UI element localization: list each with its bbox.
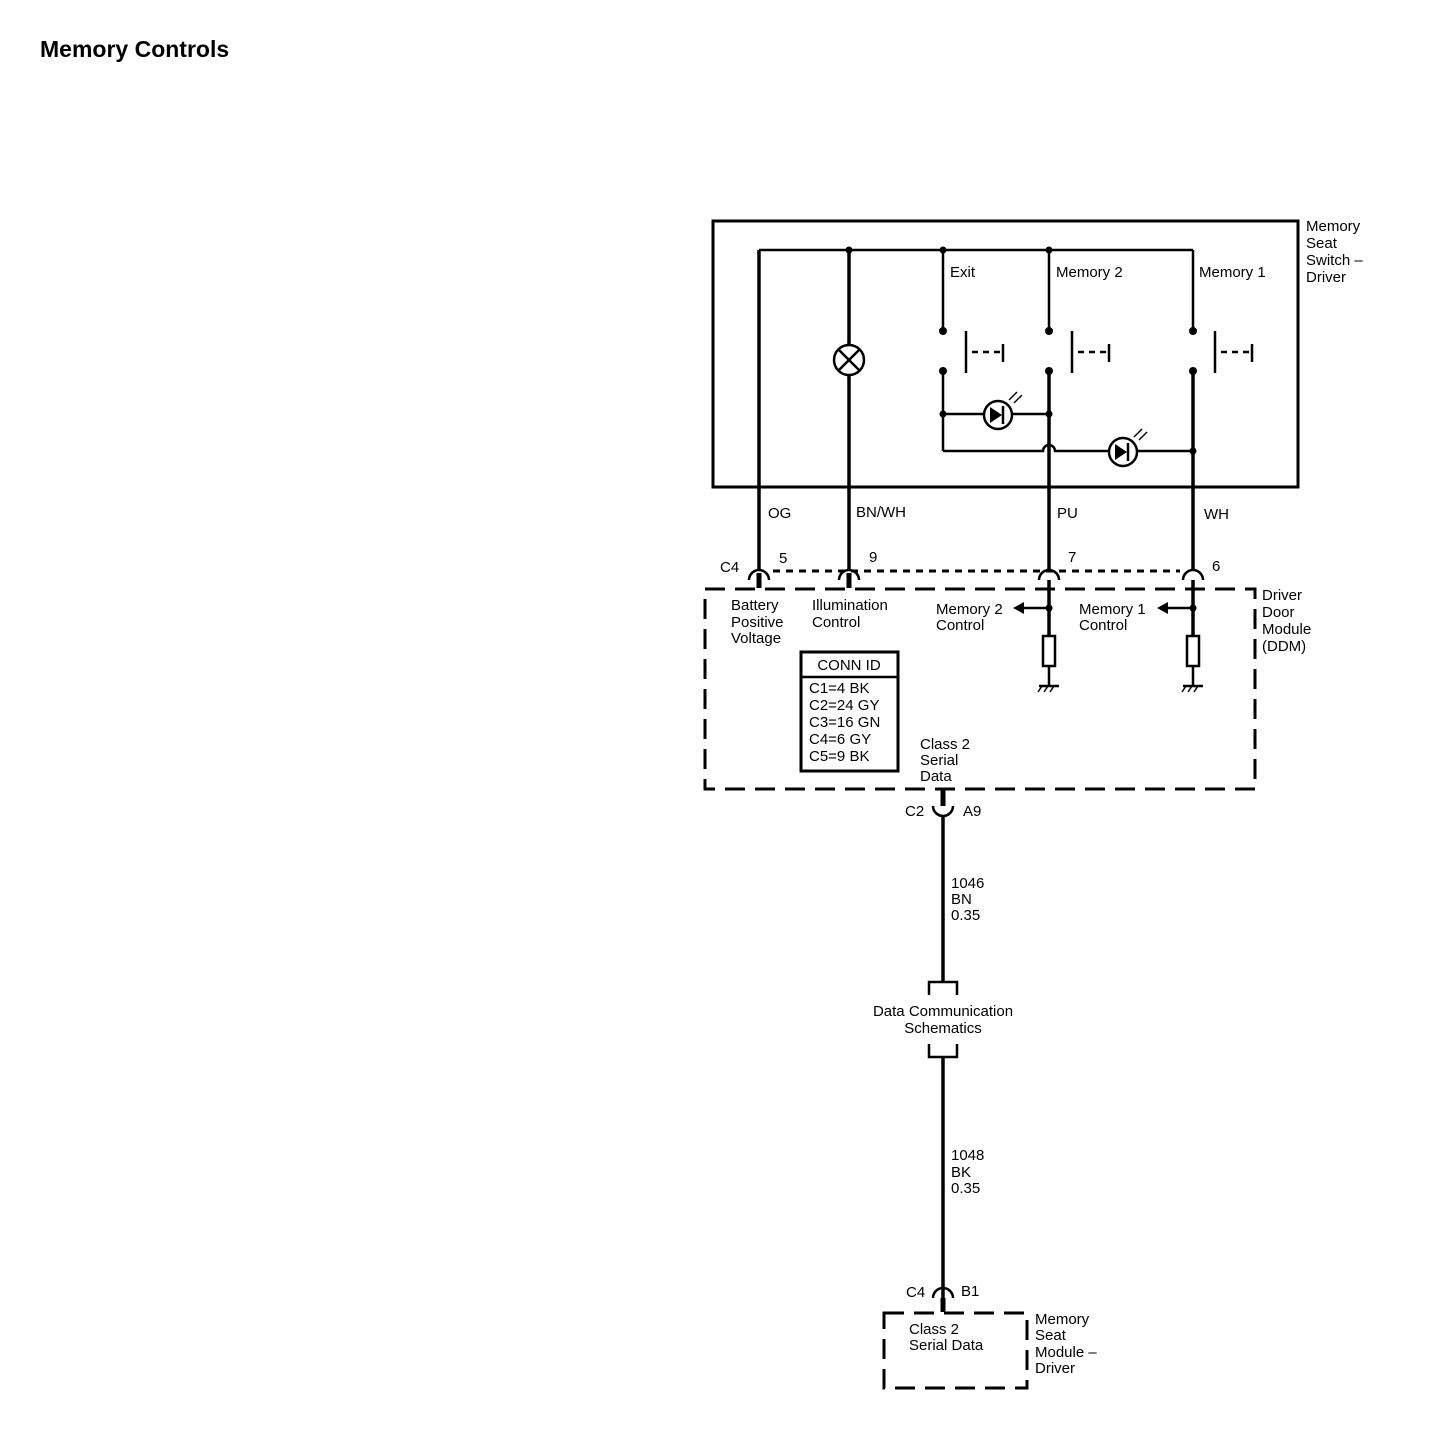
serial-label-line-2: Serial bbox=[920, 752, 958, 769]
exit-pushbutton-icon bbox=[964, 331, 1005, 373]
conn-id-header: CONN ID bbox=[817, 657, 881, 674]
ddm-name-line-1: Driver bbox=[1262, 587, 1302, 604]
pin-memory1: 6 bbox=[1212, 558, 1220, 575]
wire-1046-line-2: BN bbox=[951, 891, 972, 908]
memory2-control-line-1: Memory 2 bbox=[936, 601, 1003, 618]
pin-battery: 5 bbox=[779, 550, 787, 567]
memory2-pushbutton-icon bbox=[1070, 331, 1111, 373]
ddm-c4-connector: C4 5 9 7 6 bbox=[720, 549, 1220, 588]
ddm-serial-pin: A9 bbox=[963, 803, 981, 820]
memory-seat-switch-driver: Memory Seat Switch – Driver Exit bbox=[711, 218, 1363, 570]
illumination-lamp-icon bbox=[832, 343, 866, 377]
battery-label-line-2: Positive bbox=[731, 614, 784, 631]
msm-inner-line-1: Class 2 bbox=[909, 1321, 959, 1338]
wire-1048-line-3: 0.35 bbox=[951, 1180, 980, 1197]
ddm-name-line-2: Door bbox=[1262, 604, 1295, 621]
arrow-left-icon bbox=[1157, 602, 1168, 614]
resistor-icon bbox=[1041, 634, 1057, 668]
ddm-outline bbox=[703, 587, 1257, 791]
msm-name-line-1: Memory bbox=[1035, 1311, 1090, 1328]
data-communication-reference: Data Communication Schematics bbox=[873, 980, 1013, 1059]
wire-1046-line-1: 1046 bbox=[951, 875, 984, 892]
msm-c4-connector: C4 B1 bbox=[906, 1283, 979, 1312]
terminal-icon bbox=[1037, 568, 1061, 581]
conn-id-row: C5=9 BK bbox=[809, 748, 869, 765]
wire-color-bnwh: BN/WH bbox=[856, 504, 906, 521]
switch-name-line-3: Switch – bbox=[1306, 252, 1363, 269]
wire-1048-line-2: BK bbox=[951, 1164, 971, 1181]
ddm-name-line-3: Module bbox=[1262, 621, 1311, 638]
resistor-icon bbox=[1185, 634, 1201, 668]
switch-name-line-2: Seat bbox=[1306, 235, 1338, 252]
memory1-led-icon bbox=[1107, 428, 1148, 468]
msm-connector-pin: B1 bbox=[961, 1283, 979, 1300]
memory1-control-line-2: Control bbox=[1079, 617, 1127, 634]
ddm-connector-id: C4 bbox=[720, 559, 739, 576]
serial-label-line-1: Class 2 bbox=[920, 736, 970, 753]
msm-name-line-4: Driver bbox=[1035, 1360, 1075, 1377]
memory-seat-module-driver: Class 2 Serial Data Memory Seat Module –… bbox=[882, 1311, 1097, 1390]
pin-illumination: 9 bbox=[869, 549, 877, 566]
memory2-switch-label: Memory 2 bbox=[1056, 264, 1123, 281]
illumination-label-line-1: Illumination bbox=[812, 597, 888, 614]
reference-line-1: Data Communication bbox=[873, 1003, 1013, 1020]
battery-label-line-3: Voltage bbox=[731, 630, 781, 647]
terminal-icon bbox=[747, 568, 771, 581]
driver-door-module: Driver Door Module (DDM) Battery Positiv… bbox=[703, 580, 1311, 791]
wire-color-og: OG bbox=[768, 505, 791, 522]
conn-id-row: C2=24 GY bbox=[809, 697, 879, 714]
terminal-icon bbox=[837, 568, 861, 581]
memory1-control-line-1: Memory 1 bbox=[1079, 601, 1146, 618]
memory1-switch-label: Memory 1 bbox=[1199, 264, 1266, 281]
wire-color-pu: PU bbox=[1057, 505, 1078, 522]
illumination-label-line-2: Control bbox=[812, 614, 860, 631]
reference-line-2: Schematics bbox=[904, 1020, 982, 1037]
switch-contact bbox=[1045, 327, 1053, 335]
exit-switch-label: Exit bbox=[950, 264, 976, 281]
memory2-led-icon bbox=[982, 391, 1023, 431]
arrow-left-icon bbox=[1013, 602, 1024, 614]
conn-id-row: C3=16 GN bbox=[809, 714, 880, 731]
memory2-control-line-2: Control bbox=[936, 617, 984, 634]
ground-icon bbox=[1037, 684, 1059, 693]
ground-icon bbox=[1181, 684, 1203, 693]
battery-label-line-1: Battery bbox=[731, 597, 779, 614]
wire-color-wh: WH bbox=[1204, 506, 1229, 523]
serial-label-line-3: Data bbox=[920, 768, 952, 785]
led1-wire-left bbox=[943, 443, 1110, 453]
page-title: Memory Controls bbox=[40, 36, 230, 62]
msm-name-line-3: Module – bbox=[1035, 1344, 1097, 1361]
terminal-icon bbox=[1181, 568, 1205, 581]
conn-id-row: C4=6 GY bbox=[809, 731, 871, 748]
conn-id-table: CONN ID C1=4 BK C2=24 GY C3=16 GN C4=6 G… bbox=[799, 650, 900, 773]
pin-memory2: 7 bbox=[1068, 549, 1076, 566]
msm-inner-line-2: Serial Data bbox=[909, 1337, 984, 1354]
terminal-icon bbox=[931, 1286, 955, 1299]
switch-contact bbox=[939, 327, 947, 335]
memory1-pushbutton-icon bbox=[1213, 331, 1254, 373]
switch-contact bbox=[1189, 327, 1197, 335]
switch-name-line-1: Memory bbox=[1306, 218, 1361, 235]
conn-id-row: C1=4 BK bbox=[809, 680, 869, 697]
terminal-icon bbox=[931, 805, 955, 818]
msm-outline bbox=[882, 1311, 1029, 1390]
msm-connector-id: C4 bbox=[906, 1284, 925, 1301]
wire-1048-line-1: 1048 bbox=[951, 1147, 984, 1164]
switch-name-line-4: Driver bbox=[1306, 269, 1346, 286]
ddm-serial-connector-id: C2 bbox=[905, 803, 924, 820]
ddm-c2-connector: C2 A9 bbox=[905, 788, 981, 820]
msm-name-line-2: Seat bbox=[1035, 1327, 1067, 1344]
switch-outline bbox=[711, 219, 1300, 489]
wire-1046-line-3: 0.35 bbox=[951, 907, 980, 924]
ddm-name-line-4: (DDM) bbox=[1262, 638, 1306, 655]
